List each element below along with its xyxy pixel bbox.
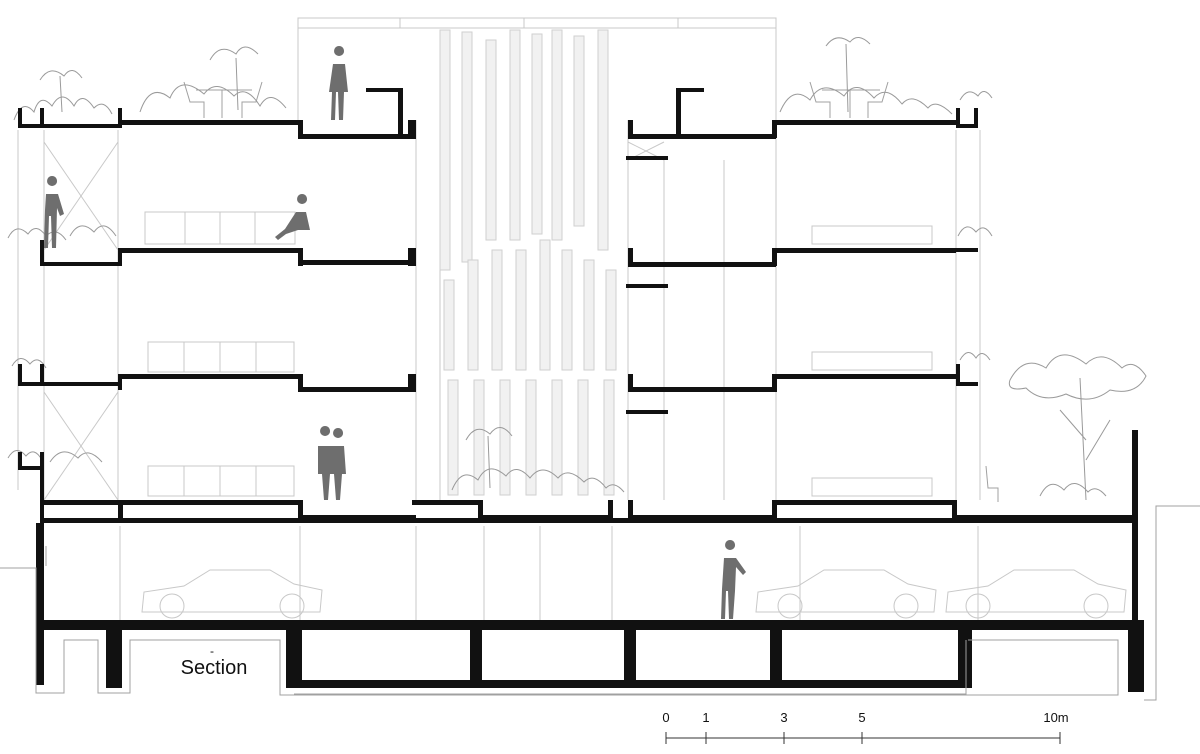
- scale-tick-label: 0: [662, 710, 669, 725]
- facade-lines: [17, 120, 981, 501]
- plants: [7, 37, 1147, 501]
- louver-screen: [439, 29, 617, 496]
- scale-tick-label: 3: [780, 710, 787, 725]
- section-title: Section: [181, 657, 248, 679]
- roof-glazing: [297, 17, 777, 120]
- foundation: [0, 505, 1200, 701]
- garage-lines: [119, 526, 979, 622]
- furniture: [144, 81, 999, 502]
- section-title-mark: -: [210, 644, 214, 658]
- people: [44, 46, 746, 619]
- floor-slabs: [18, 88, 1138, 622]
- scale-tick-label: 10m: [1043, 710, 1068, 725]
- scale-tick-label: 5: [858, 710, 865, 725]
- scale-bar: 0 1 3 5 10m: [662, 710, 1069, 744]
- scale-tick-label: 1: [702, 710, 709, 725]
- cars: [141, 569, 1127, 619]
